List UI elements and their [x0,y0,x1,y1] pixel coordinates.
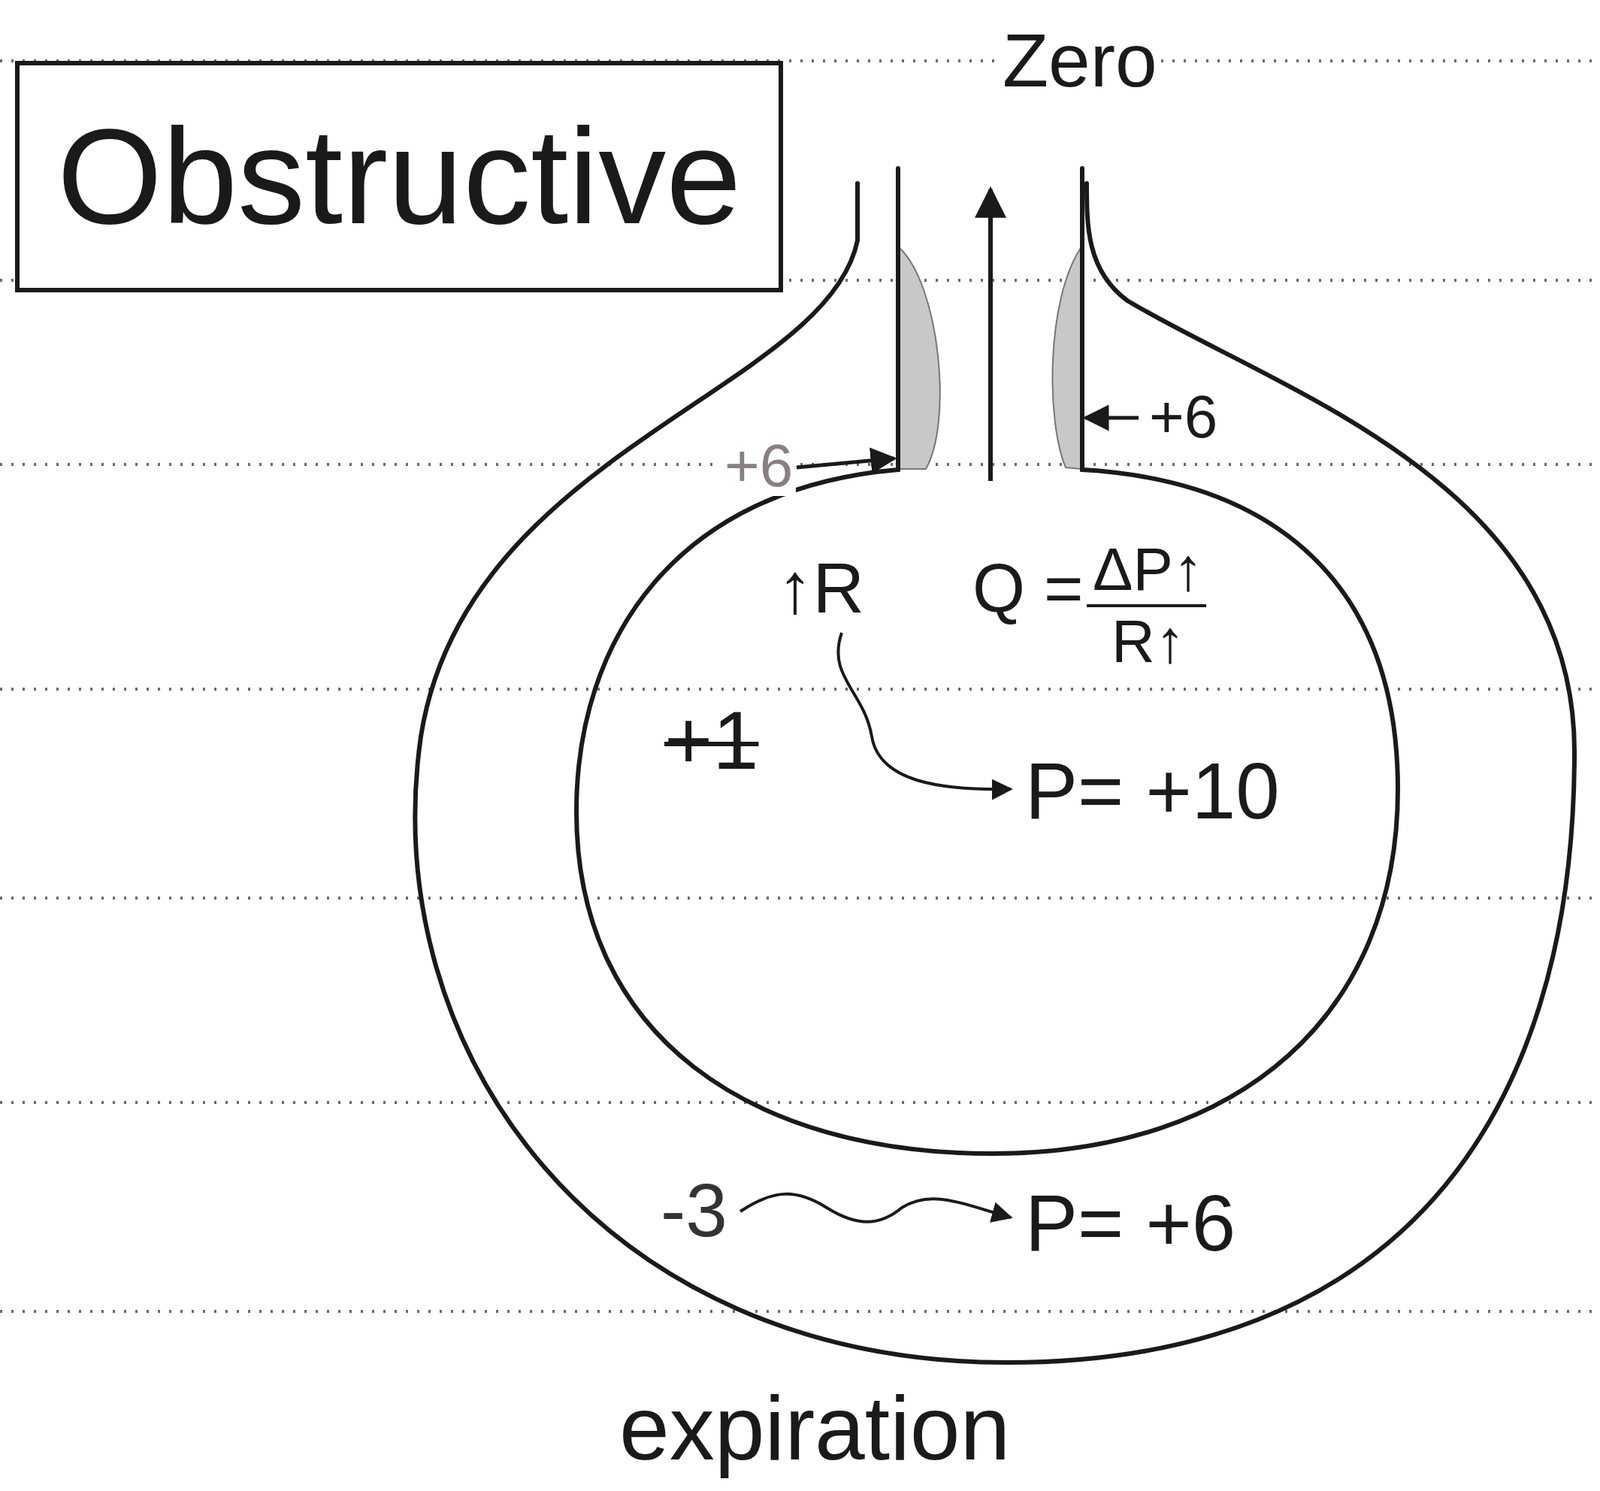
formula-text: Q = [969,554,1087,623]
pressure-value: -3 [657,1172,731,1248]
pressure-arrow [796,458,895,468]
airway-wall [899,248,941,469]
airway-wall [1052,248,1081,469]
wavy-arrow [740,1194,1011,1222]
pressure-arrow [1085,416,1139,421]
outline-path [414,183,1575,1363]
caption-text: expiration [616,1382,1014,1473]
pressure-label: Zero [999,22,1161,98]
title-text: Obstructive [57,100,742,252]
resistance-note: ↑R [774,552,868,624]
crossed-value: +1 [661,698,762,782]
pressure-label: +6 [1146,387,1221,448]
pressure-label: +6 [721,435,796,497]
outline-svg [574,165,1402,1158]
formula-numerator: ΔP↑ [1089,539,1207,600]
chest-wall-outline: -3 P= +6 ↑R Q =ΔP↑ R↑ +1 P= +10 [405,165,1580,1368]
outline-svg [405,165,1580,1368]
wavy-arrow [837,632,1011,790]
airflow-arrow [988,189,993,481]
title-box: Obstructive [15,60,784,293]
pressure-value: P= +10 [1022,751,1283,831]
ruled-lines [0,60,1600,1312]
fraction-bar [1085,604,1207,608]
outline-path [576,168,1398,1154]
pressure-value: P= +6 [1022,1183,1239,1263]
lung-outline: ↑R Q =ΔP↑ R↑ +1 P= +10 [574,165,1402,1158]
formula-denominator: R↑ [1108,611,1189,672]
